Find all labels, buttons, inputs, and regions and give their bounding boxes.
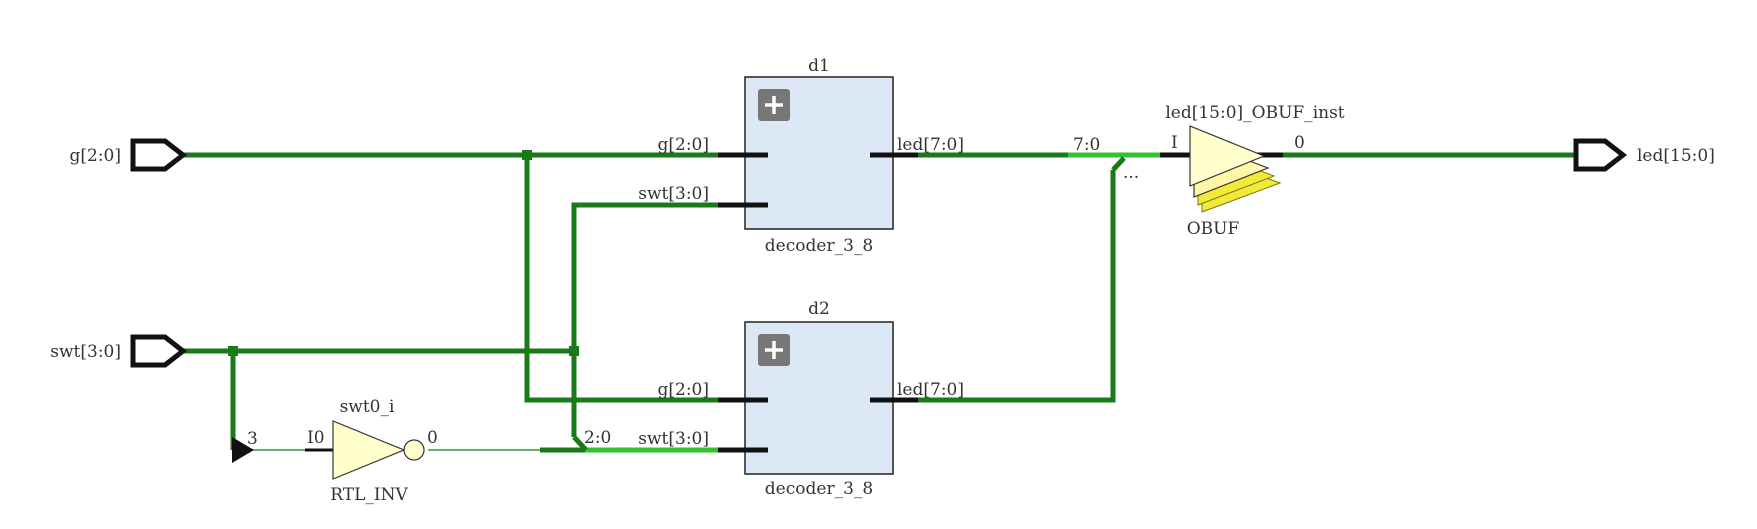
port-led-icon [1573, 138, 1628, 172]
net-d2-led-ripper[interactable] [1111, 156, 1126, 172]
block-d1-module: decoder_3_8 [765, 236, 873, 256]
port-swt[interactable]: swt[3:0] [50, 334, 188, 368]
port-led[interactable]: led[15:0] [1573, 138, 1715, 172]
port-swt-icon [130, 334, 188, 368]
net-swt-to-d1[interactable] [571, 202, 718, 437]
obuf-led[interactable]: led[15:0]_OBUF_inst 7:0 ... I 0 OBUF [1073, 103, 1345, 239]
inverter-slice-label: 2:0 [584, 428, 611, 448]
inverter-out-pin-label: 0 [427, 428, 438, 448]
port-led-label: led[15:0] [1637, 146, 1715, 166]
junction-swt-right [569, 346, 579, 356]
obuf-out-pin-label: 0 [1294, 133, 1305, 153]
block-d2[interactable]: d2 g[2:0] swt[3:0] led[7:0] decoder_3_8 [638, 299, 964, 499]
junction-g [522, 150, 532, 160]
net-d2-led[interactable] [910, 170, 1116, 403]
block-d2-pin-swt-label: swt[3:0] [638, 429, 709, 449]
block-d1-expand-button[interactable] [758, 89, 790, 121]
block-d2-module: decoder_3_8 [765, 479, 873, 499]
block-d2-pin-g-label: g[2:0] [657, 380, 709, 400]
block-d2-instance: d2 [808, 299, 830, 319]
junction-swt-left [228, 346, 238, 356]
block-d1-pin-g-label: g[2:0] [657, 135, 709, 155]
inverter-type: RTL_INV [330, 485, 408, 505]
port-g-icon [130, 138, 188, 172]
block-d2-expand-button[interactable] [758, 334, 790, 366]
inverter-bubble [403, 439, 425, 461]
inverter-bit-index: 3 [247, 429, 258, 449]
obuf-more-label: ... [1123, 163, 1139, 183]
obuf-type: OBUF [1187, 219, 1240, 239]
nets [178, 152, 1578, 453]
block-d1-pin-swt-label: swt[3:0] [638, 184, 709, 204]
port-swt-label: swt[3:0] [50, 342, 121, 362]
port-g[interactable]: g[2:0] [69, 138, 188, 172]
inverter-instance: swt0_i [340, 397, 395, 417]
block-d1[interactable]: d1 g[2:0] swt[3:0] led[7:0] decoder_3_8 [638, 56, 964, 256]
obuf-in-pin-label: I [1171, 133, 1178, 153]
block-d1-instance: d1 [808, 56, 830, 76]
block-d1-pin-led-label: led[7:0] [897, 135, 964, 155]
obuf-slice-label: 7:0 [1073, 135, 1100, 155]
obuf-body[interactable] [1189, 125, 1266, 187]
inverter-body[interactable] [332, 420, 406, 480]
port-g-label: g[2:0] [69, 146, 121, 166]
inverter-swt0-i[interactable]: 3 swt0_i I0 0 RTL_INV 2:0 [232, 397, 611, 505]
net-swt-bus-ripper[interactable] [572, 435, 588, 452]
obuf-instance: led[15:0]_OBUF_inst [1165, 103, 1344, 123]
inverter-in-pin-label: I0 [307, 428, 325, 448]
block-d2-pin-led-label: led[7:0] [897, 380, 964, 400]
bus-tap-arrow-icon [232, 437, 254, 463]
net-g-to-d2[interactable] [524, 155, 718, 403]
